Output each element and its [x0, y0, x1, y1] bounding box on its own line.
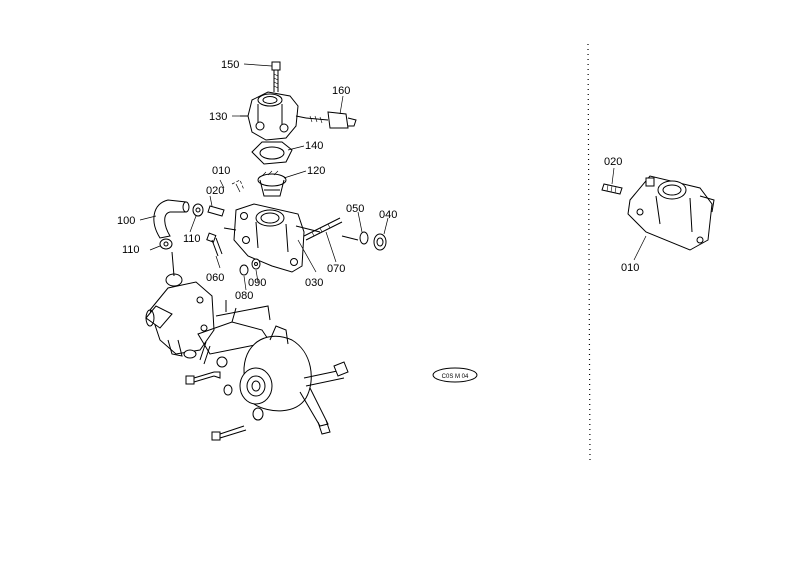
- water-pump-body: [145, 251, 215, 359]
- gasket-140: [251, 141, 293, 165]
- callout-110-upper: 110: [183, 233, 201, 245]
- stamp-code: C0S M 04: [442, 374, 469, 380]
- callout-150: 150: [221, 59, 239, 71]
- callout-160: 160: [332, 85, 350, 97]
- inset-housing: [627, 175, 715, 251]
- callout-090: 090: [248, 277, 266, 289]
- inset-callouts: 020 010: [604, 156, 639, 274]
- pin-020: [207, 205, 225, 217]
- bolt-lower-left: [185, 371, 221, 385]
- callout-010: 010: [212, 165, 230, 177]
- washer-080: [239, 264, 249, 276]
- clamp-110-lower: [159, 238, 173, 250]
- callout-120: 120: [307, 165, 325, 177]
- callout-050: 050: [346, 203, 364, 215]
- nut-middle: [216, 356, 233, 396]
- callout-100: 100: [117, 215, 135, 227]
- clamp-110-upper: [192, 203, 204, 217]
- bolt-150: [271, 61, 281, 92]
- callout-030: 030: [305, 277, 323, 289]
- alternator: [239, 325, 349, 435]
- temperature-sensor-160: [305, 111, 357, 129]
- thermostat-120: [257, 170, 287, 197]
- plug-040: [373, 233, 387, 251]
- callout-080: 080: [235, 290, 253, 302]
- separator-dotted: [587, 43, 591, 463]
- bolt-060: [206, 232, 223, 257]
- callout-060: 060: [206, 272, 224, 284]
- callout-140: 140: [305, 140, 323, 152]
- thermostat-cover: [240, 91, 307, 141]
- bolt-bottom: [211, 407, 264, 441]
- inset-pin-020: [601, 183, 623, 195]
- main-callouts: 150 160 130 140 120 010 020 100 110 110 …: [117, 59, 397, 302]
- callout-110-lower: 110: [122, 244, 140, 256]
- callout-070: 070: [327, 263, 345, 275]
- inset-callout-010: 010: [621, 262, 639, 274]
- hose-100: [153, 199, 190, 239]
- leader-lines: [139, 63, 389, 291]
- callout-130: 130: [209, 111, 227, 123]
- stamp: C0S M 04: [432, 367, 478, 383]
- callout-020: 020: [206, 185, 224, 197]
- rod-070: [303, 217, 343, 241]
- nut-090: [251, 258, 261, 270]
- water-outlet-housing: [223, 203, 321, 273]
- callout-040: 040: [379, 209, 397, 221]
- inset-callout-020: 020: [604, 156, 622, 168]
- washer-050: [341, 231, 369, 245]
